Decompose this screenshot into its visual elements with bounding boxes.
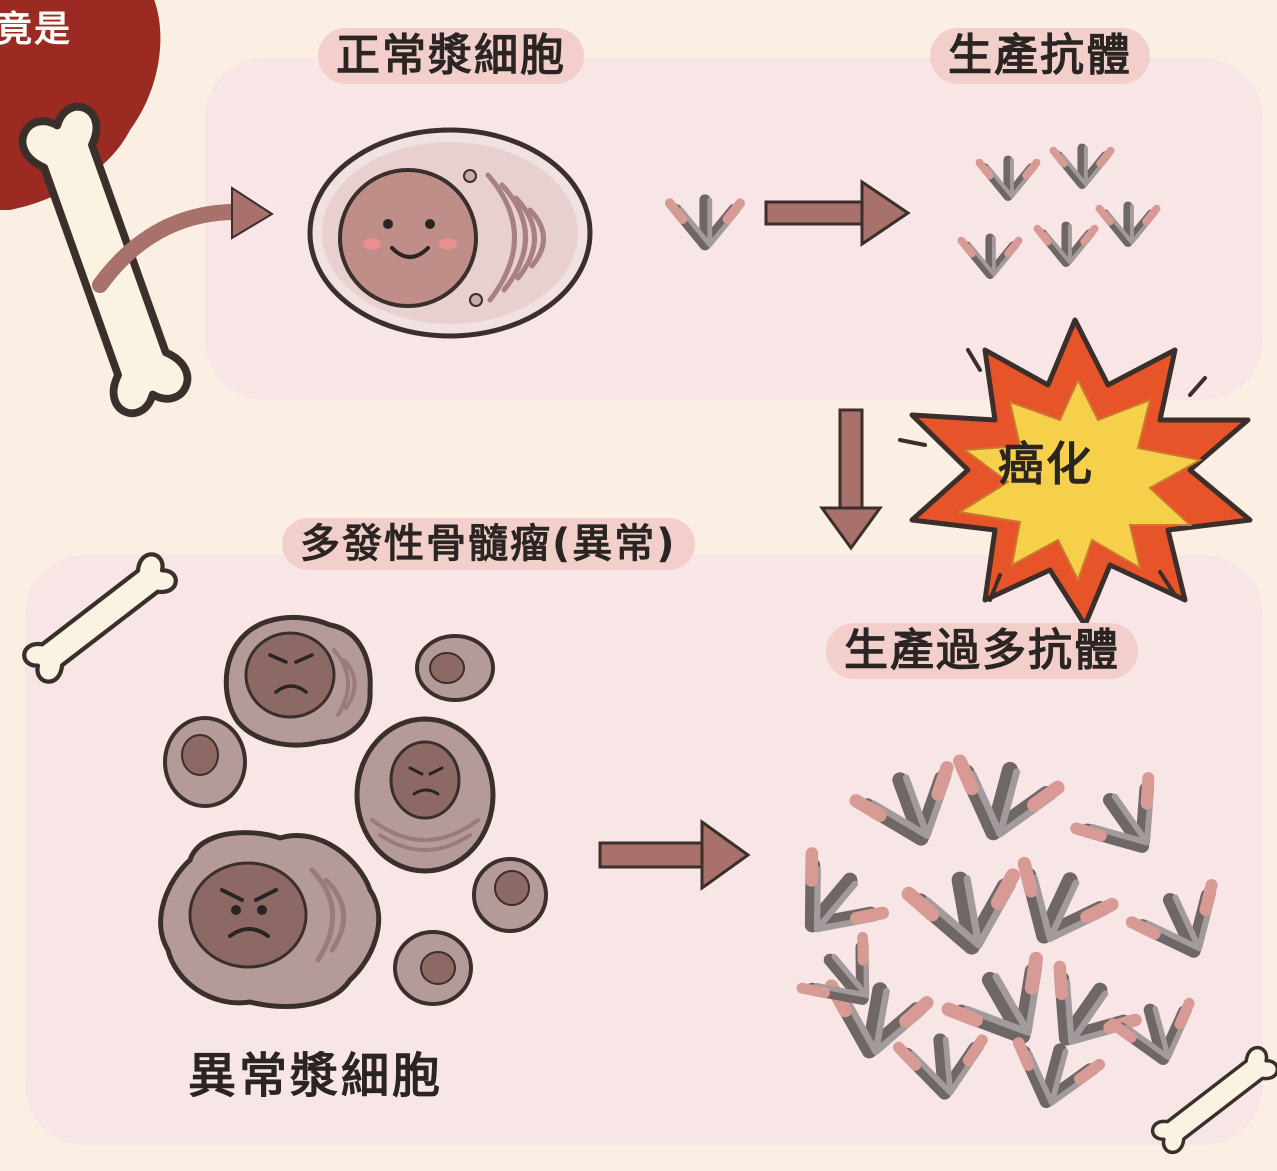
normal-plasma-cell <box>310 130 590 336</box>
produce-antibody-label: 生產抗體 <box>930 28 1150 84</box>
produce-excess-antibody-label: 生產過多抗體 <box>826 623 1138 679</box>
transform-label: 癌化 <box>998 428 1094 494</box>
abnormal-plasma-cells <box>161 617 546 1006</box>
normal-cell-label: 正常漿細胞 <box>318 28 584 84</box>
arrow-down-icon <box>822 410 880 548</box>
corner-text: 竟是 <box>0 0 72 52</box>
arrow-right-icon <box>766 182 908 244</box>
multiple-myeloma-title: 多發性骨髓瘤(異常) <box>282 518 695 570</box>
antibody-icon <box>670 200 740 245</box>
excess-antibodies-cluster <box>777 757 1234 1112</box>
bone-icon <box>20 546 180 691</box>
antibodies-cluster <box>961 148 1156 274</box>
arrow-right-icon <box>600 822 748 888</box>
abnormal-cell-label: 異常漿細胞 <box>188 1036 443 1106</box>
